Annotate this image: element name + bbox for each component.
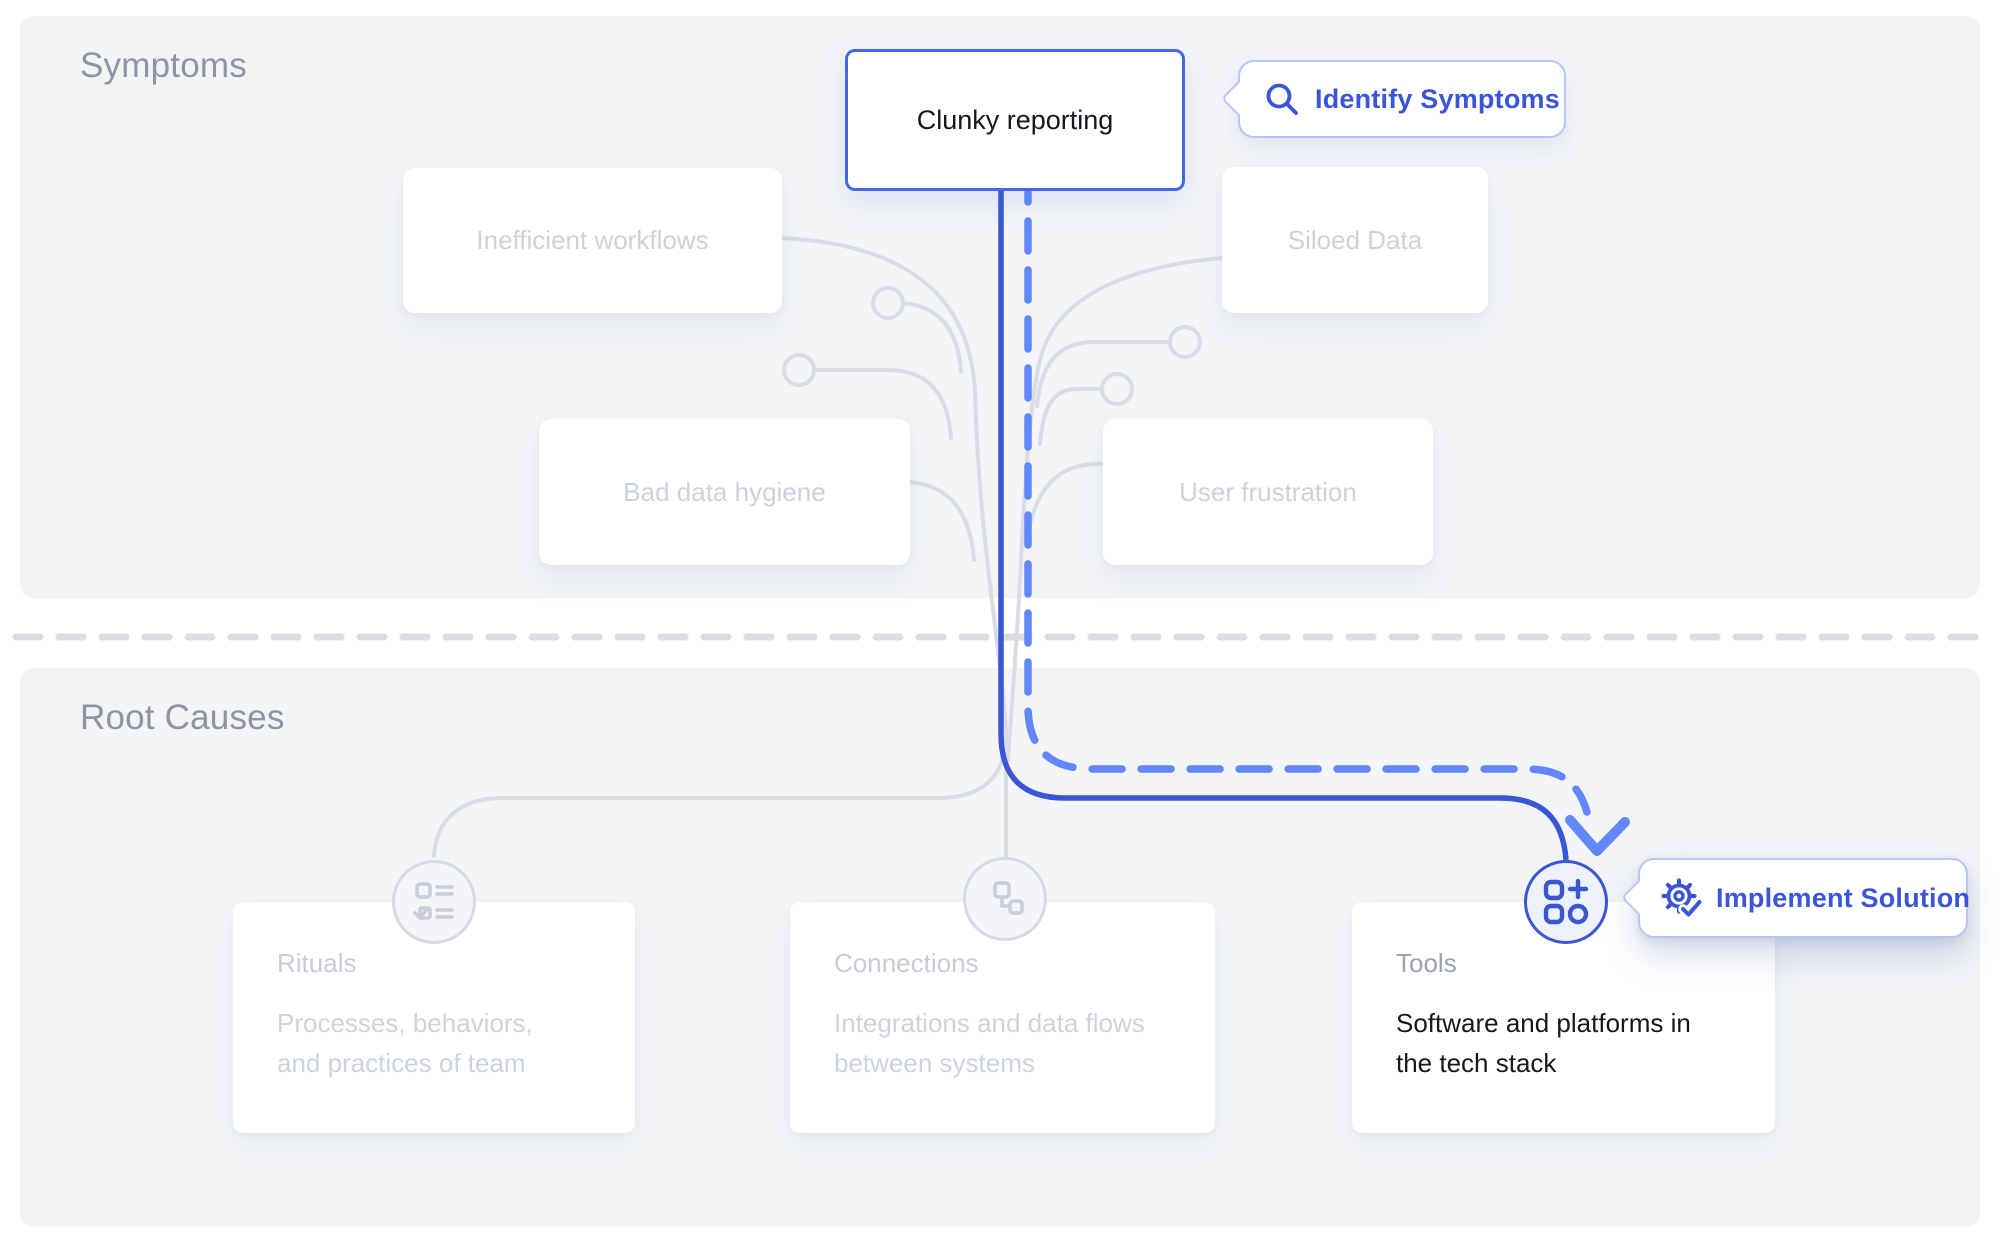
card-label: User frustration <box>1179 476 1357 507</box>
checklist-icon <box>411 879 457 925</box>
card-description: Software and platforms in the tech stack <box>1396 1008 1691 1078</box>
tools-node-circle-selected[interactable] <box>1524 860 1608 944</box>
tooltip-label: Identify Symptoms <box>1315 83 1560 114</box>
root-causes-section-title: Root Causes <box>80 698 285 737</box>
card-label: Inefficient workflows <box>476 225 709 255</box>
arrowhead-icon <box>1565 815 1630 856</box>
card-label: Siloed Data <box>1287 224 1423 255</box>
root-cause-card-tools-selected[interactable]: Tools Software and platforms in the tech… <box>1352 902 1775 1133</box>
solution-path-dashed-line <box>1024 188 1591 816</box>
solution-path-solid-line <box>998 191 1569 861</box>
card-label: Bad data hygiene <box>623 476 826 507</box>
card-description: Integrations and data flows between syst… <box>834 1008 1145 1078</box>
gray-wire-network <box>432 236 1224 860</box>
implement-solution-tooltip[interactable]: Implement Solution <box>1620 858 1971 938</box>
card-title: Tools <box>1396 948 1457 978</box>
tooltip-label: Implement Solution <box>1716 882 1971 913</box>
symptom-card-inefficient-workflows[interactable]: Inefficient workflows <box>403 168 782 313</box>
symptom-card-clunky-reporting-selected[interactable]: Clunky reporting <box>845 49 1185 191</box>
rituals-node-circle[interactable] <box>392 860 476 944</box>
root-cause-card-rituals[interactable]: Rituals Processes, behaviors, and practi… <box>233 902 635 1133</box>
linked-nodes-icon <box>982 876 1028 922</box>
symptom-card-bad-data-hygiene[interactable]: Bad data hygiene <box>539 419 910 565</box>
connections-node-circle[interactable] <box>963 857 1047 941</box>
identify-symptoms-tooltip[interactable]: Identify Symptoms <box>1220 60 1566 138</box>
search-icon <box>1264 81 1301 118</box>
symptom-card-user-frustration[interactable]: User frustration <box>1103 419 1433 565</box>
apps-plus-icon <box>1543 879 1589 925</box>
root-cause-card-connections[interactable]: Connections Integrations and data flows … <box>790 902 1215 1133</box>
card-description: Processes, behaviors, and practices of t… <box>277 1008 533 1078</box>
symptom-card-siloed-data[interactable]: Siloed Data <box>1222 167 1488 313</box>
card-title: Rituals <box>277 948 357 978</box>
symptoms-section-title: Symptoms <box>80 46 247 85</box>
card-title: Connections <box>834 948 979 978</box>
card-label: Clunky reporting <box>916 104 1114 135</box>
gear-check-icon <box>1660 877 1702 919</box>
wire-terminal-dots <box>782 286 1202 406</box>
